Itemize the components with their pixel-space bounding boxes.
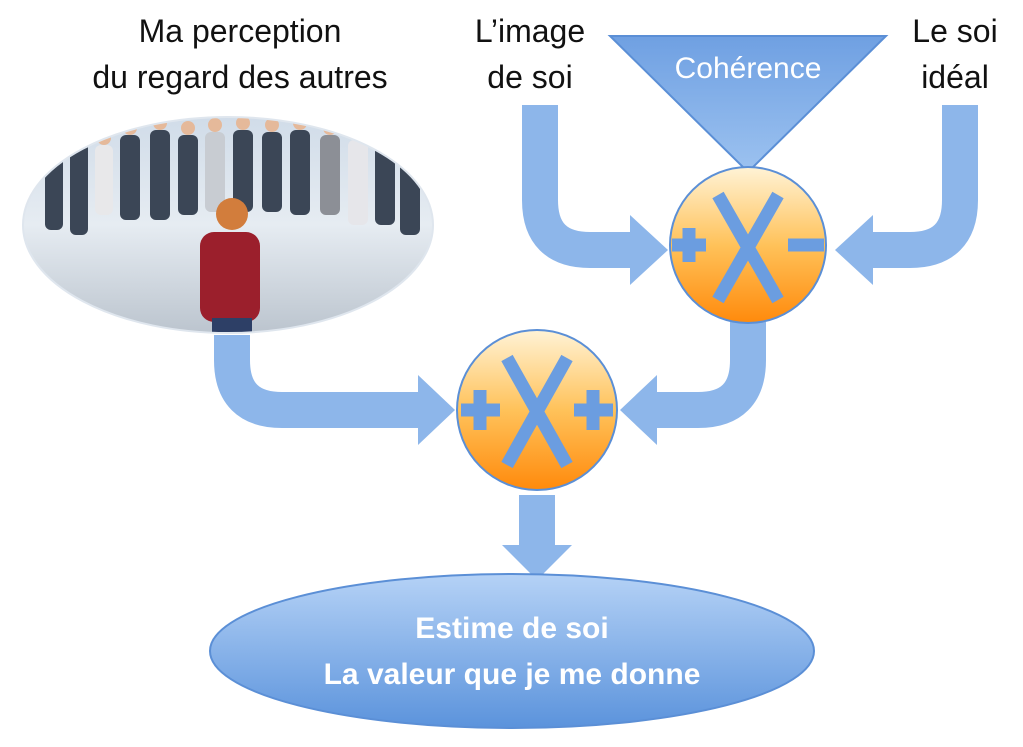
coherence-label: Cohérence [675, 52, 822, 85]
result-subtitle: La valeur que je me donne [324, 658, 701, 691]
operator-plus-times-minus [669, 166, 827, 324]
result-title: Estime de soi [415, 612, 608, 645]
perception-label-line2: du regard des autres [92, 59, 387, 95]
arrow-perception [214, 335, 422, 428]
arrowhead-icon [835, 215, 873, 285]
arrows [214, 105, 978, 548]
plus-icon [672, 228, 706, 262]
arrowhead-icon [620, 375, 657, 445]
self-image-label-line2: de soi [487, 59, 572, 95]
self-esteem-ellipse [209, 573, 815, 729]
self-image-label-line1: L’image [475, 13, 585, 49]
coherence-triangle [607, 35, 889, 174]
group-photo [23, 117, 433, 333]
times-icon [712, 191, 784, 304]
arrowhead-icon [418, 375, 455, 445]
arrowhead-icon [502, 545, 572, 580]
arrow-coherence-result [652, 322, 766, 428]
plus-icon [574, 390, 613, 430]
perception-label-line1: Ma perception [139, 13, 342, 49]
arrow-ideal-self [868, 105, 978, 268]
times-icon [501, 354, 573, 469]
operator-plus-times-plus [456, 329, 618, 491]
ideal-self-label-line1: Le soi [912, 13, 997, 49]
ideal-self-label-line2: idéal [921, 59, 989, 95]
plus-icon [461, 390, 500, 430]
arrow-self-image [522, 105, 635, 268]
arrowhead-icon [630, 215, 668, 285]
